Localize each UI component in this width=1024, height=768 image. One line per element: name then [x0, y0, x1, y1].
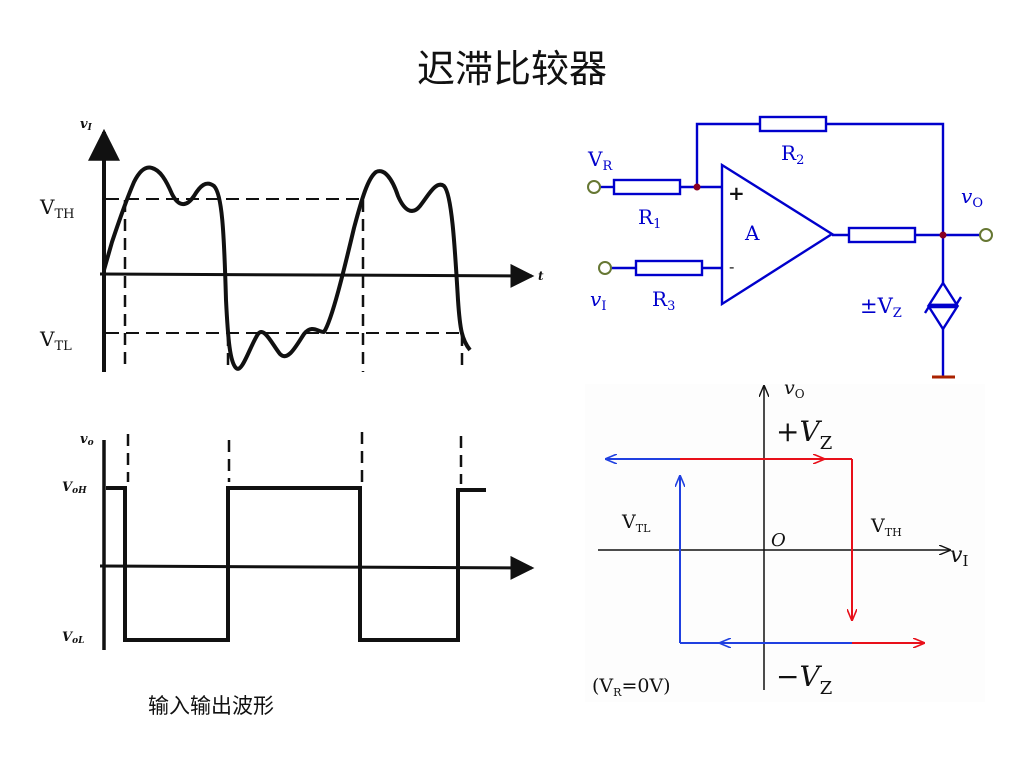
input-axis-label: vI [80, 117, 93, 133]
vr-label: VR [587, 147, 613, 174]
opamp-triangle [720, 162, 835, 307]
vo-label: vO [961, 184, 983, 211]
junction-dot-output [939, 231, 947, 239]
r2-label: R2 [781, 141, 804, 168]
input-waveform-plot: vI t VTH VTL [39, 117, 544, 372]
comparator-circuit [600, 115, 980, 376]
input-time-axis [99, 263, 535, 288]
origin-label: O [771, 530, 786, 551]
zener-diode-upper [926, 280, 960, 307]
junction-dot-plus [693, 183, 701, 191]
output-square-wave [106, 486, 486, 642]
minus-vz-label: −VZ [776, 660, 832, 699]
transfer-vo-label: vO [784, 377, 805, 401]
circuit-labels: VR R1 R2 R3 vI vO A + - ±VZ [587, 141, 983, 321]
vz-label: ±VZ [860, 294, 902, 321]
time-axis-label: t [538, 269, 544, 283]
opamp-label: A [744, 221, 760, 245]
zener-diode-lower [926, 305, 960, 332]
transfer-characteristic: vO +VZ −VZ O VTL VTH vI (VR=0V) [585, 377, 985, 702]
vtl-label: VTL [39, 327, 72, 354]
vr-zero-note: (VR=0V) [592, 675, 671, 699]
input-signal-curve [102, 165, 472, 371]
vi-label: vI [590, 287, 606, 314]
opamp-minus-sign: - [729, 257, 734, 276]
vo-terminal[interactable] [979, 228, 993, 242]
output-axis-label: vo [80, 432, 94, 448]
vi-terminal[interactable] [598, 261, 612, 275]
plus-vz-label: +VZ [776, 415, 832, 454]
zener-bar [923, 296, 963, 314]
vol-label: VoL [62, 630, 84, 646]
output-resistor [847, 226, 917, 244]
r3-label: R3 [652, 287, 675, 314]
transfer-vi-label: vI [950, 543, 968, 570]
feedback-wire [695, 122, 760, 187]
waveform-caption: 输入输出波形 [148, 694, 274, 718]
r1-label: R1 [638, 205, 661, 232]
voh-label: VoH [62, 480, 87, 496]
output-time-axis [99, 555, 535, 580]
output-waveform-plot: vo VoH VoL [62, 432, 535, 650]
vr-terminal[interactable] [587, 180, 601, 194]
resistor-r2 [758, 115, 828, 133]
transfer-vtl-label: VTL [621, 511, 651, 535]
transfer-vth-label: VTH [870, 515, 902, 539]
opamp-plus-sign: + [728, 181, 745, 205]
resistor-r3 [634, 259, 704, 277]
transfer-background [585, 384, 985, 702]
vth-label: VTH [39, 195, 74, 222]
resistor-r1 [612, 178, 682, 196]
feedback-wire-right [826, 122, 945, 235]
slide-title: 迟滞比较器 [416, 47, 607, 91]
